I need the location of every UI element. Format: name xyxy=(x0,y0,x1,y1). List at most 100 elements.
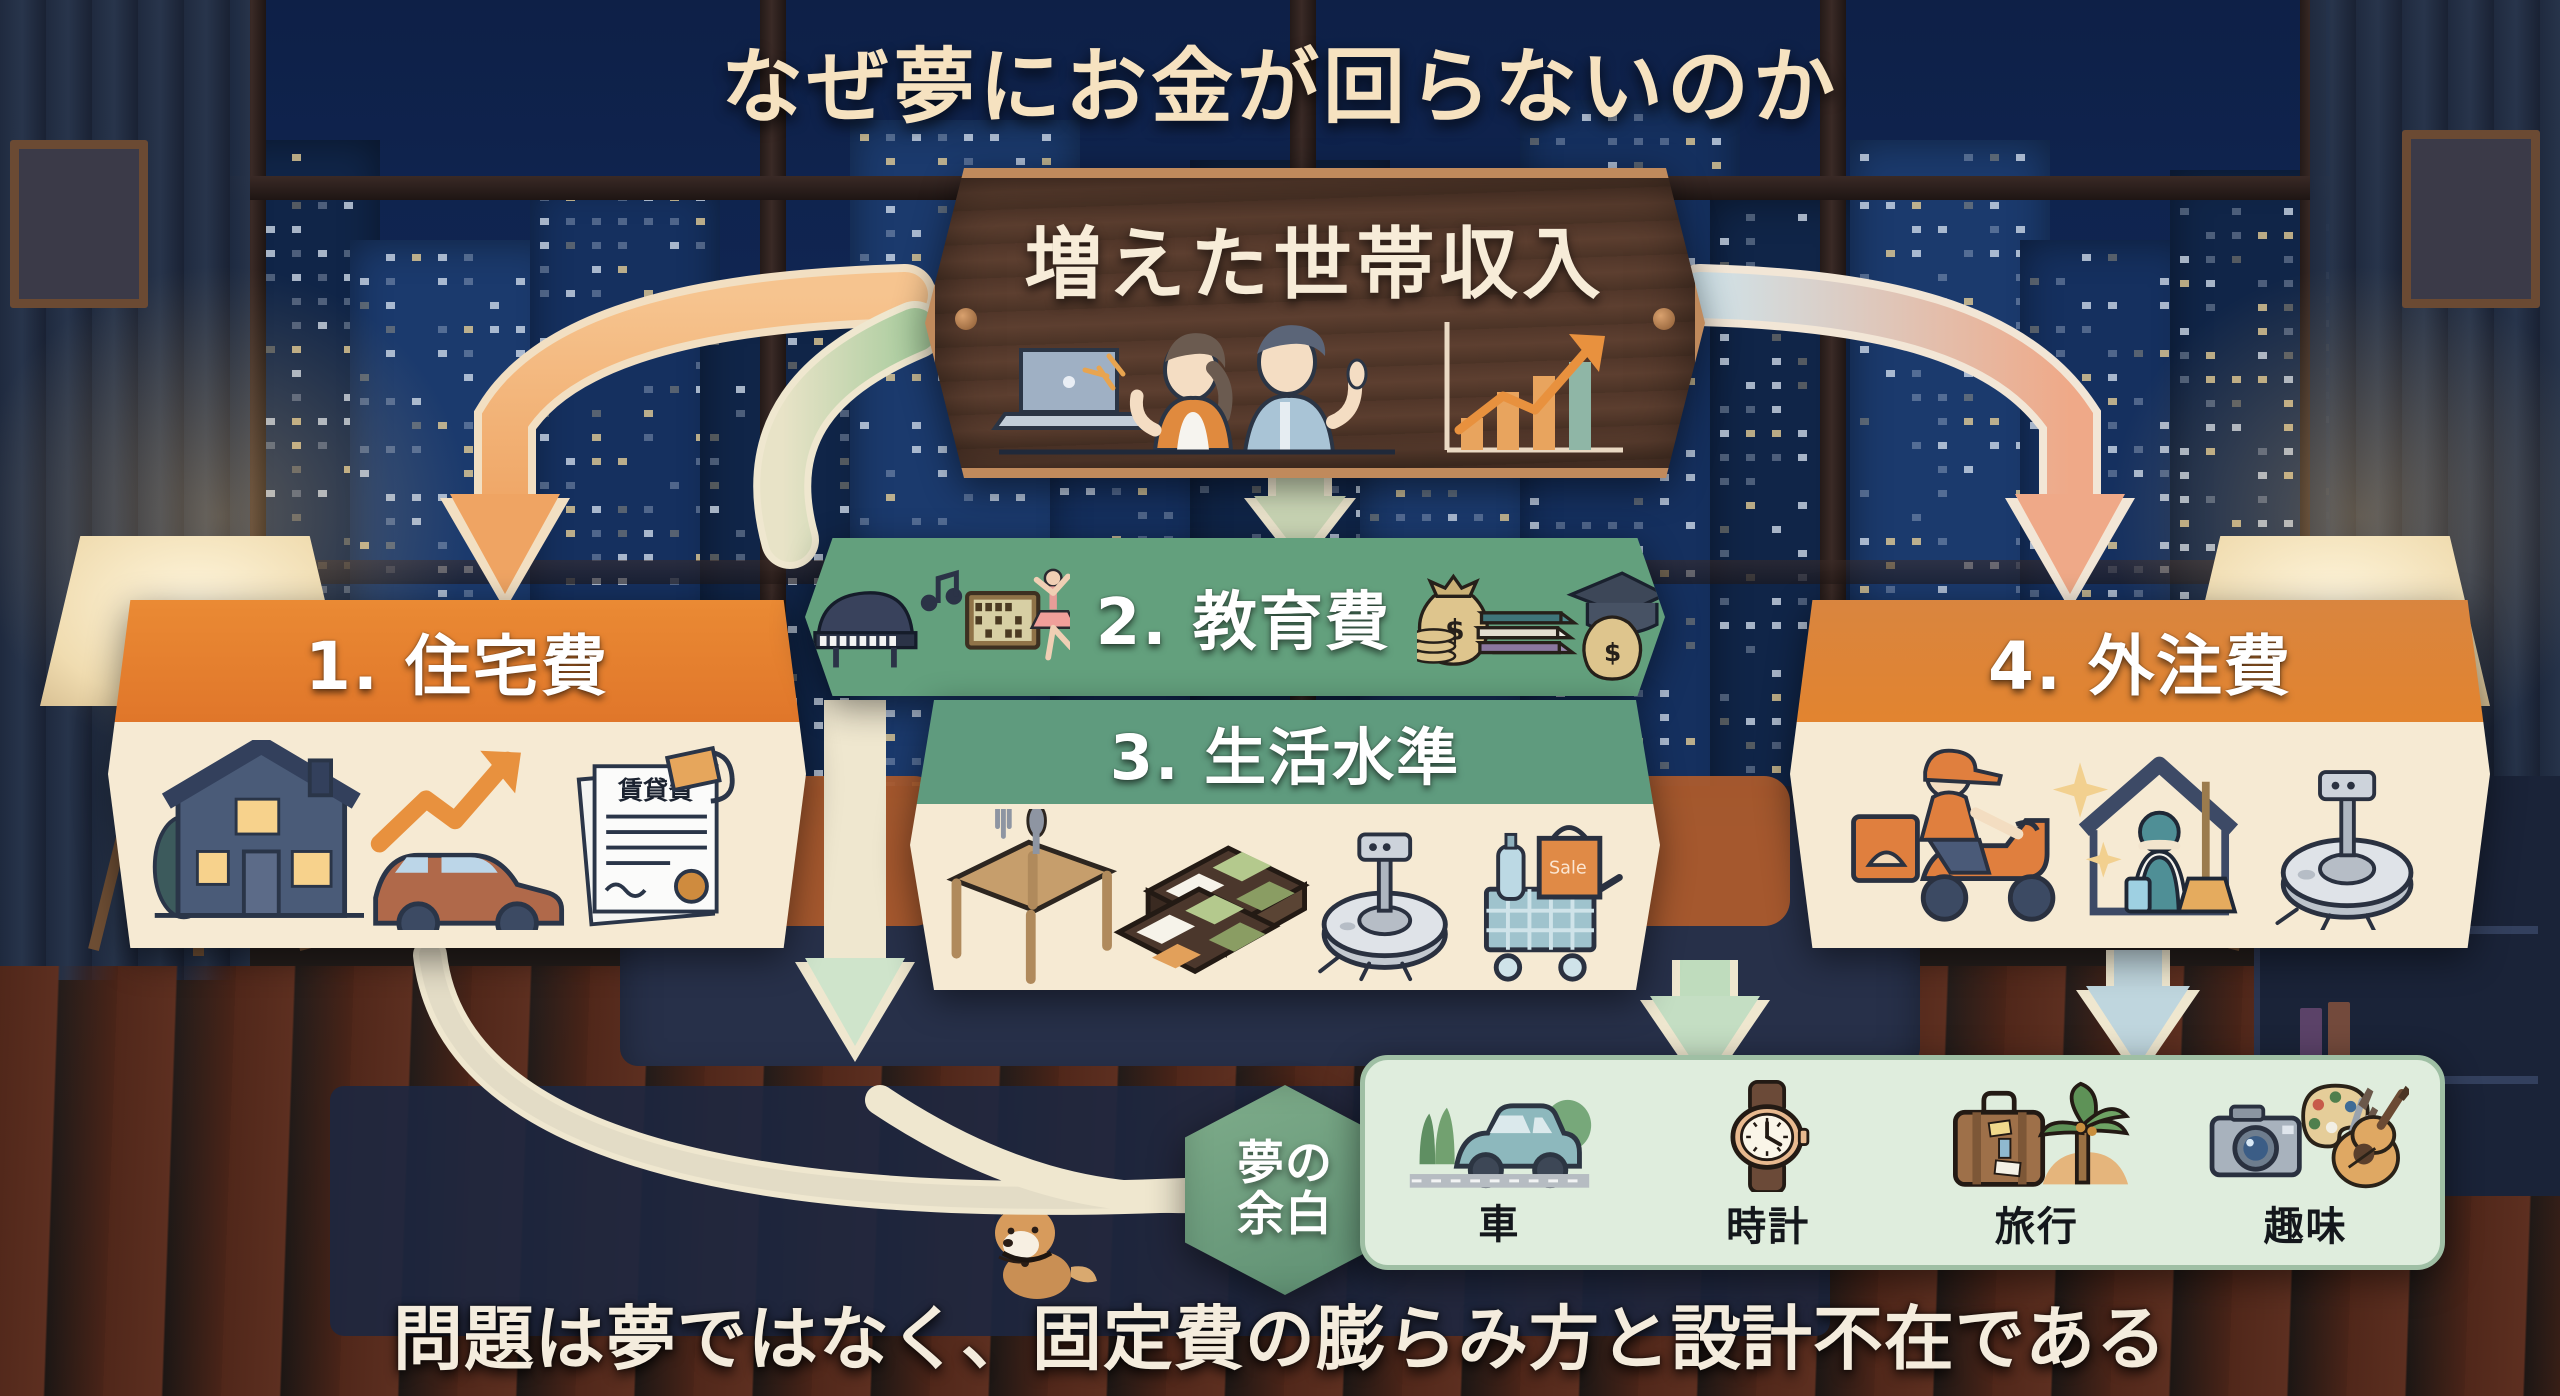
svg-text:Sale: Sale xyxy=(1549,859,1587,879)
building-window xyxy=(670,218,679,225)
dream-item-hobby[interactable]: 趣味 xyxy=(2191,1080,2421,1252)
building-window xyxy=(1772,670,1781,677)
building-window xyxy=(618,314,627,321)
building-window xyxy=(1860,418,1869,425)
dream-item-label: 趣味 xyxy=(2264,1194,2348,1252)
building-window xyxy=(592,410,601,417)
laptop-icon xyxy=(995,350,1143,428)
building-window xyxy=(386,254,395,261)
building-window xyxy=(788,338,797,345)
building-window xyxy=(886,278,895,285)
building-window xyxy=(1720,478,1729,485)
dream-item-car[interactable]: 車 xyxy=(1384,1082,1614,1250)
building-window xyxy=(1772,358,1781,365)
building-window xyxy=(516,446,525,453)
node-4-illustration xyxy=(1840,740,2440,930)
building-window xyxy=(1938,274,1947,281)
building-window xyxy=(814,338,823,345)
node-education-cost[interactable]: 2. 教育費 $ xyxy=(805,538,1665,696)
building-window xyxy=(1912,250,1921,257)
money-bag-icon: $ xyxy=(1584,617,1641,679)
building-window xyxy=(540,218,549,225)
dream-items-panel[interactable]: 車 時計 xyxy=(1360,1055,2445,1270)
building-window xyxy=(1746,502,1755,509)
building-window xyxy=(1990,250,1999,257)
building-window xyxy=(566,290,575,297)
dream-item-label: 車 xyxy=(1478,1192,1520,1250)
building-window xyxy=(2284,208,2293,215)
building-window xyxy=(840,434,849,441)
building-window xyxy=(696,218,705,225)
building-window xyxy=(540,290,549,297)
building-window xyxy=(1746,646,1755,653)
building-window xyxy=(2030,278,2039,285)
building-window xyxy=(710,338,719,345)
dream-margin-badge[interactable]: 夢の余白 xyxy=(1185,1085,1385,1295)
node-outsourcing-cost[interactable]: 4. 外注費 xyxy=(1790,600,2490,948)
building-window xyxy=(814,386,823,393)
building-window xyxy=(696,290,705,297)
building-window xyxy=(1556,138,1565,145)
building-window xyxy=(464,374,473,381)
building-window xyxy=(2180,208,2189,215)
building-window xyxy=(1772,430,1781,437)
building-window xyxy=(860,302,869,309)
building-window xyxy=(1608,522,1617,529)
node-3-header: 3. 生活水準 xyxy=(910,700,1660,804)
building-window xyxy=(670,530,679,537)
building-window xyxy=(840,698,849,705)
dream-item-label: 旅行 xyxy=(1995,1194,2079,1252)
building-window xyxy=(1746,286,1755,293)
building-window xyxy=(2108,374,2117,381)
building-window xyxy=(1396,514,1405,521)
dream-item-travel[interactable]: 旅行 xyxy=(1922,1080,2152,1252)
building-window xyxy=(736,530,745,537)
picture-frame-left xyxy=(10,140,148,308)
building-window xyxy=(1990,370,1999,377)
building-window xyxy=(1474,514,1483,521)
building-window xyxy=(490,470,499,477)
building-window xyxy=(1660,138,1669,145)
abacus-icon xyxy=(967,593,1038,648)
building-window xyxy=(1278,486,1287,493)
building-window xyxy=(1582,522,1591,529)
building-window xyxy=(2016,154,2025,161)
node-household-income[interactable]: 増えた世帯収入 xyxy=(925,168,1685,458)
building-window xyxy=(1634,498,1643,505)
building-window xyxy=(1912,322,1921,329)
building-window xyxy=(2030,350,2039,357)
building-window xyxy=(2082,422,2091,429)
building-window xyxy=(1608,138,1617,145)
building-window xyxy=(1746,718,1755,725)
building-window xyxy=(1772,526,1781,533)
building-window xyxy=(1912,202,1921,209)
building-window xyxy=(840,722,849,729)
dream-item-watch[interactable]: 時計 xyxy=(1653,1080,1883,1252)
building-window xyxy=(1448,490,1457,497)
wooden-sign: 増えた世帯収入 xyxy=(925,168,1705,478)
building-window xyxy=(1720,454,1729,461)
building-window xyxy=(814,698,823,705)
building-window xyxy=(2284,232,2293,239)
building-window xyxy=(2082,254,2091,261)
building-window xyxy=(710,314,719,321)
node-3-body: Sale xyxy=(910,804,1660,990)
building-window xyxy=(2160,278,2169,285)
building-window xyxy=(1772,718,1781,725)
building-window xyxy=(1138,488,1147,495)
building-window xyxy=(1746,238,1755,245)
building-window xyxy=(886,374,895,381)
building-window xyxy=(1720,406,1729,413)
node-living-standard[interactable]: 3. 生活水準 xyxy=(910,700,1660,990)
building-window xyxy=(670,482,679,489)
building-window xyxy=(710,482,719,489)
node-housing-cost[interactable]: 1. 住宅費 xyxy=(108,600,806,948)
building-window xyxy=(840,458,849,465)
building-window xyxy=(1772,406,1781,413)
building-window xyxy=(464,254,473,261)
dream-badge-label: 夢の余白 xyxy=(1237,1139,1333,1241)
building-window xyxy=(1720,334,1729,341)
building-window xyxy=(2082,326,2091,333)
building-window xyxy=(840,314,849,321)
building-window xyxy=(1772,382,1781,389)
